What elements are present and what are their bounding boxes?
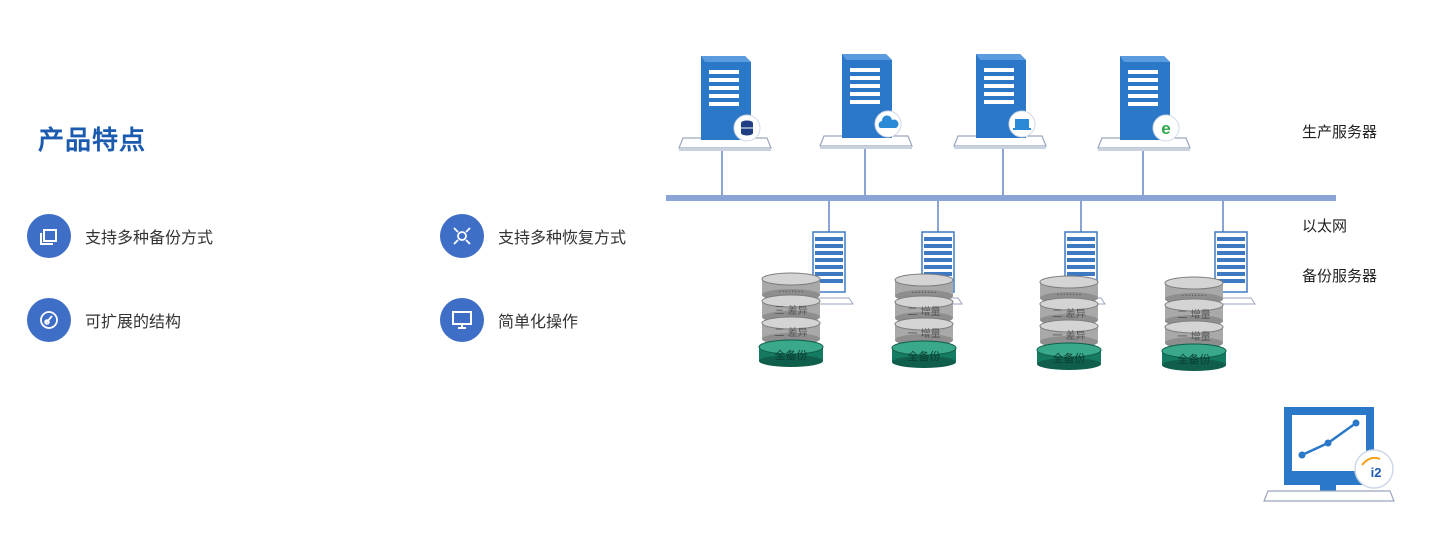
disk-layer-label: ........ (778, 284, 803, 295)
feature-label: 支持多种恢复方式 (498, 228, 627, 247)
disk-layer-label: 一 差异 (1052, 329, 1085, 342)
laptop-icon (1008, 110, 1036, 138)
production-server (678, 55, 772, 152)
production-server (953, 53, 1047, 150)
ie-browser-icon: e (1152, 114, 1180, 142)
ethernet-bus (666, 195, 1336, 201)
full-backup-label: 全备份 (1053, 351, 1086, 365)
full-backup-disk: 全备份 (758, 339, 824, 367)
full-backup-disk: 全备份 (891, 340, 957, 368)
full-backup-disk: 全备份 (1161, 343, 1227, 371)
i2-logo-icon: i2 (1354, 449, 1394, 489)
feature-label: 可扩展的结构 (85, 312, 182, 331)
svg-text:i2: i2 (1371, 465, 1382, 480)
disk-layer-label: ........ (911, 285, 936, 296)
full-backup-label: 全备份 (1178, 352, 1211, 366)
label-ethernet: 以太网 (1302, 217, 1348, 235)
full-backup-label: 全备份 (908, 349, 941, 363)
disk-layer-label: 二 增量 (907, 305, 940, 318)
page-title: 产品特点 (38, 126, 147, 156)
database-icon (733, 114, 761, 142)
full-backup-label: 全备份 (775, 348, 808, 362)
feature-scalable: 可扩展的结构 (27, 298, 181, 342)
feature-label: 支持多种备份方式 (85, 228, 214, 247)
disk-layer-label: 二 增量 (1177, 308, 1210, 321)
full-backup-disk: 全备份 (1036, 342, 1102, 370)
feature-multi-restore: 支持多种恢复方式 (440, 214, 626, 258)
disk-layer: 三 差异 (761, 294, 821, 323)
disk-layer-label: 三 差异 (774, 304, 807, 317)
disk-layer-label: ........ (1056, 287, 1081, 298)
disk-layer-label: 一 增量 (907, 327, 940, 340)
windows-icon (27, 214, 71, 258)
management-console: i2 (1263, 407, 1395, 502)
production-server (819, 53, 913, 150)
disk-layer-label: 一 增量 (1177, 330, 1210, 343)
production-server: e (1097, 55, 1191, 152)
label-backup-servers: 备份服务器 (1302, 267, 1378, 285)
disk-layer-label: 二 差异 (774, 326, 807, 339)
disk-layer-label: 二 差异 (1052, 307, 1085, 320)
cloud-icon (874, 110, 902, 138)
disk-layer-label: ........ (1181, 288, 1206, 299)
svg-text:e: e (1161, 119, 1170, 138)
gauge-icon (27, 298, 71, 342)
label-production-servers: 生产服务器 (1302, 123, 1378, 141)
disk-layer: 二 差异 (761, 316, 821, 345)
monitor-icon (440, 298, 484, 342)
feature-multi-backup: 支持多种备份方式 (27, 214, 213, 258)
feature-label: 简单化操作 (498, 312, 579, 331)
scatter-icon (440, 214, 484, 258)
feature-simple-ops: 简单化操作 (440, 298, 578, 342)
